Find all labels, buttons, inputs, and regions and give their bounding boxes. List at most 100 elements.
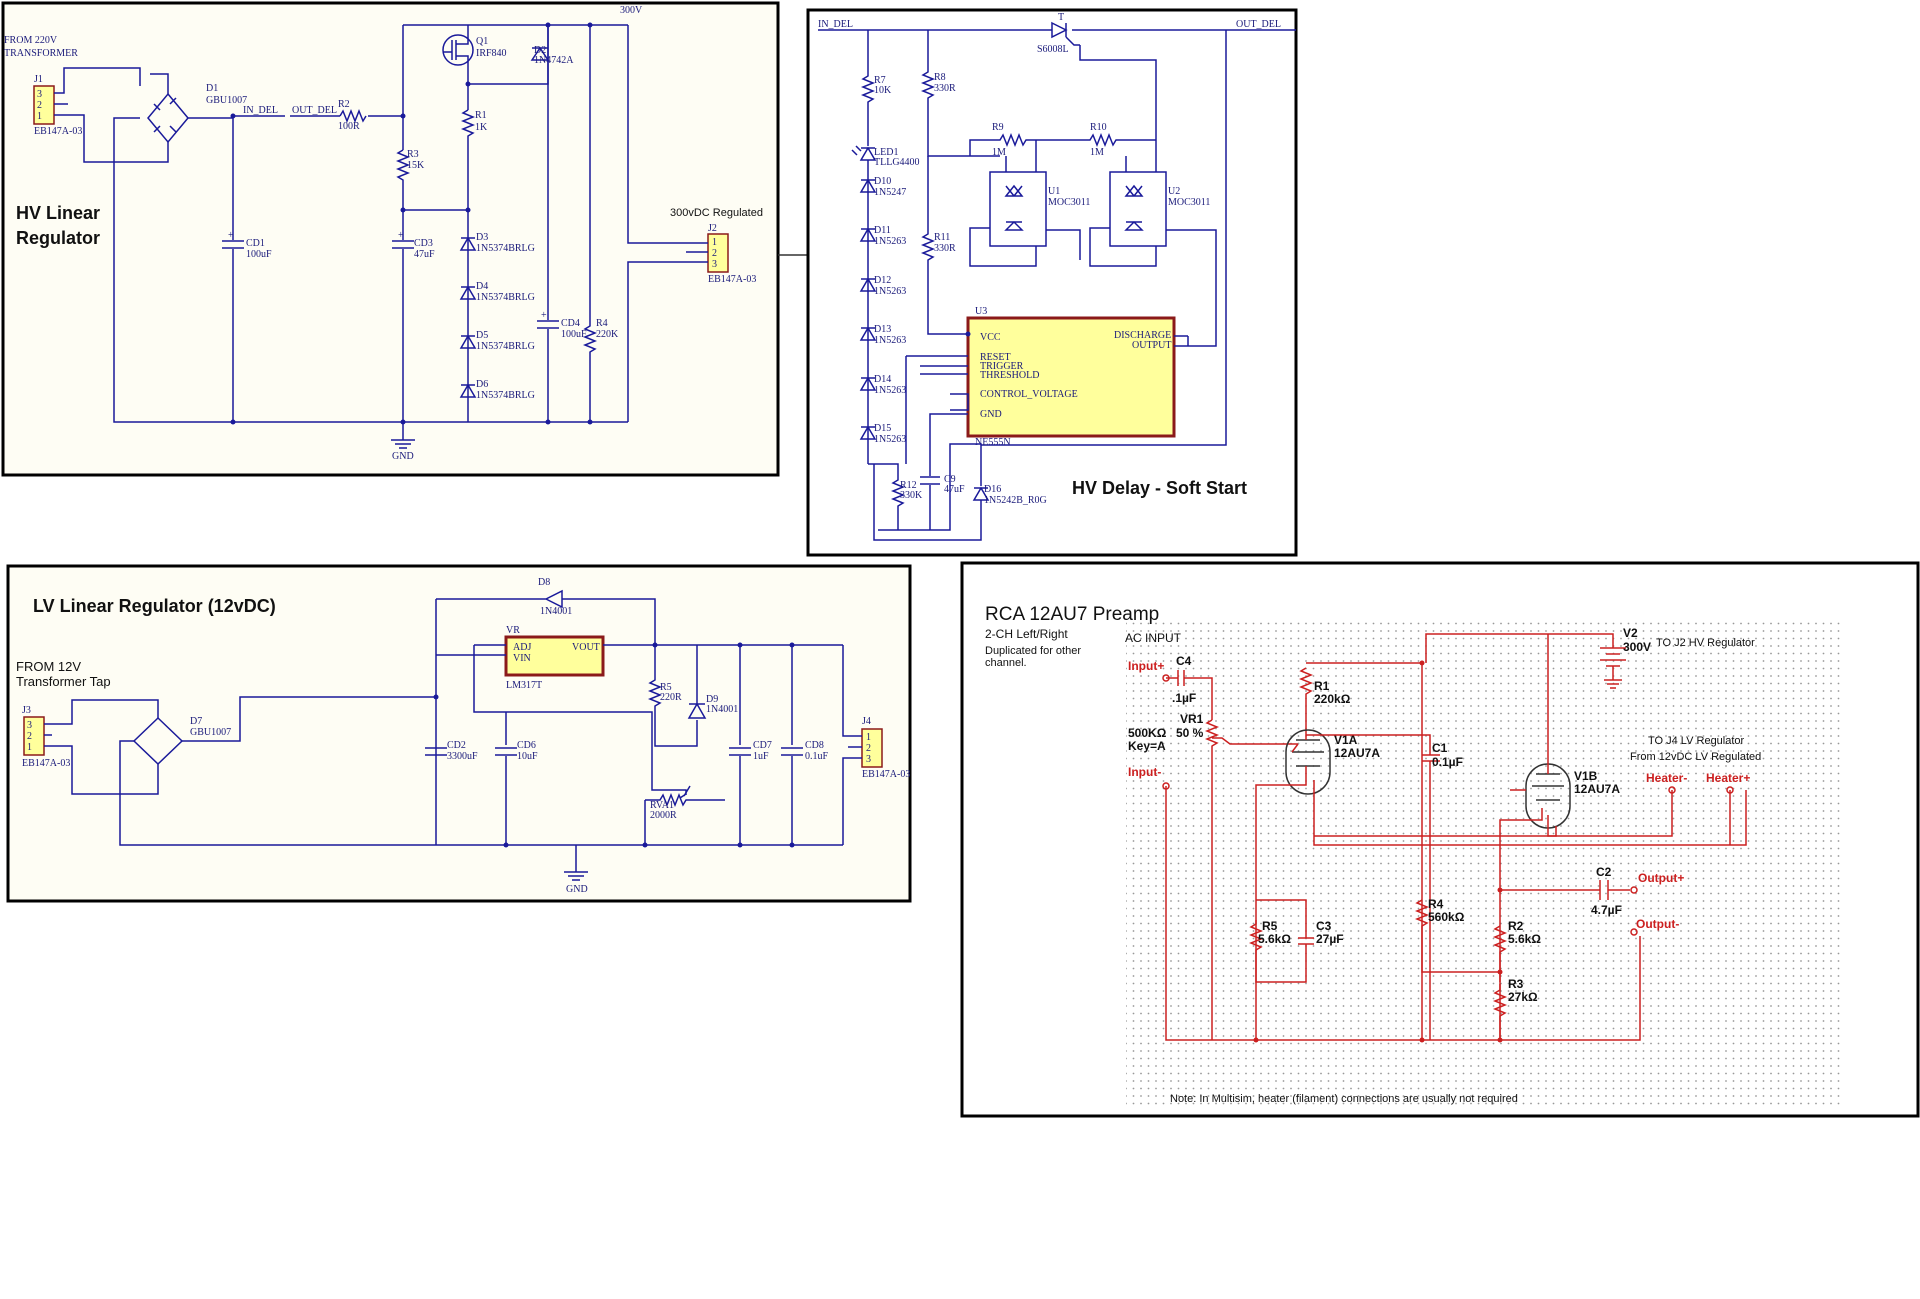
u3-ref: U3 [975, 306, 987, 317]
preamp-r4-resistor [1414, 899, 1500, 973]
svg-text:3: 3 [866, 754, 871, 765]
triac-part: S6008L [1037, 44, 1069, 55]
d10-zener [859, 178, 877, 193]
d8-diode [436, 589, 656, 645]
d16-part: 1N5242B_R0G [984, 495, 1047, 506]
d7-ref: D7 [190, 716, 202, 727]
u3-pin-output: OUTPUT [1132, 340, 1171, 351]
cd1-value: 100uF [246, 249, 272, 260]
d14-part: 1N5263 [874, 385, 906, 396]
u3-pin-control-voltage: CONTROL_VOLTAGE [980, 389, 1078, 400]
svg-text:1: 1 [866, 732, 871, 743]
j3-ref: J3 [22, 705, 31, 716]
d11-ref: D11 [874, 225, 891, 236]
cd6-ref: CD6 [517, 740, 536, 751]
u1-part: MOC3011 [1048, 197, 1090, 208]
triac-t [1051, 21, 1080, 46]
cd2-ref: CD2 [447, 740, 466, 751]
j1-ref: J1 [34, 74, 43, 85]
d7-part: GBU1007 [190, 727, 231, 738]
j4-ref: J4 [862, 716, 871, 727]
output-neg-terminal[interactable] [1630, 928, 1638, 936]
preamp-title: RCA 12AU7 Preamp [985, 604, 1159, 625]
c4-ref: C4 [1176, 654, 1192, 668]
d3-part: 1N5374BRLG [476, 243, 535, 254]
r2-resistor [339, 108, 367, 124]
svg-text:3: 3 [27, 720, 32, 731]
r8-resistor [920, 30, 1000, 157]
hv-300v-label: 300V [620, 5, 643, 16]
d7-bridge-rectifier [132, 716, 184, 766]
d10-part: 1N5247 [874, 187, 906, 198]
r8-ref: R8 [934, 72, 946, 83]
d12-zener [859, 277, 877, 292]
preamp-r4-value: 560kΩ [1428, 910, 1465, 924]
v1b-part: 12AU7A [1574, 782, 1620, 796]
svg-text:+: + [398, 230, 404, 241]
lv-gnd-label: GND [566, 884, 588, 895]
hv-out-label: 300vDC Regulated [670, 207, 763, 219]
preamp-r1-ref: R1 [1314, 679, 1330, 693]
vr-pin-adj: ADJ [513, 642, 531, 653]
c1-value: 0.1µF [1432, 755, 1463, 769]
r3-value: 15K [407, 160, 425, 171]
lv-gnd-symbol [564, 845, 588, 881]
preamp-c3-value: 27µF [1316, 932, 1344, 946]
d9-ref: D9 [706, 694, 718, 705]
svg-text:1: 1 [27, 742, 32, 753]
r9-value: 1M [992, 147, 1006, 158]
r2-ref: R2 [338, 99, 350, 110]
input-neg-label: Input- [1128, 765, 1161, 779]
preamp-r5-c3 [1248, 899, 1314, 983]
cd6-value: 10uF [517, 751, 538, 762]
d4-ref: D4 [476, 281, 488, 292]
j3-part: EB147A-03 [22, 758, 70, 769]
u3-pin-reset: RESET [980, 352, 1011, 363]
d1-part: GBU1007 [206, 95, 247, 106]
hv-source-label-1: FROM 220V [4, 35, 58, 46]
ac-input-label: AC INPUT [1125, 631, 1182, 645]
hv-in-del-label: IN_DEL [243, 105, 278, 116]
u3-part: NE555N [975, 437, 1011, 448]
cd8-ref: CD8 [805, 740, 824, 751]
preamp-sub-2: Duplicated for other [985, 645, 1081, 657]
vr-lm317 [504, 635, 605, 677]
r12-ref: R12 [900, 480, 917, 491]
j2-connector [707, 233, 729, 273]
d16-zener [972, 486, 990, 501]
cd8-value: 0.1uF [805, 751, 829, 762]
cd4-ref: CD4 [561, 318, 580, 329]
vr-ref: VR [506, 625, 520, 636]
lv-regulator-title: LV Linear Regulator (12vDC) [33, 596, 276, 616]
hv-delay-title: HV Delay - Soft Start [1072, 478, 1247, 498]
r3-ref: R3 [407, 149, 419, 160]
d12-ref: D12 [874, 275, 891, 286]
cd7-capacitor [729, 645, 751, 845]
vr1-percent: 50 % [1176, 726, 1204, 740]
preamp-r2-value: 5.6kΩ [1508, 932, 1541, 946]
d2-part: 1N4742A [534, 55, 574, 66]
d3-ref: D3 [476, 232, 488, 243]
output-pos-terminal[interactable] [1630, 886, 1638, 894]
u1-ref: U1 [1048, 186, 1060, 197]
vr-pin-vout: VOUT [572, 642, 600, 653]
d5-zener [459, 334, 477, 349]
preamp-panel: RCA 12AU7 Preamp 2-CH Left/Right Duplica… [960, 561, 1920, 1118]
triac-ref: T [1058, 12, 1064, 23]
output-neg-label: Output- [1636, 917, 1679, 931]
cd3-ref: CD3 [414, 238, 433, 249]
hvd-in-del-label: IN_DEL [818, 19, 853, 30]
u3-pin-gnd: GND [980, 409, 1002, 420]
u3-pin-discharge: DISCHARGE [1114, 330, 1171, 341]
led1-part: TLLG4400 [874, 157, 920, 168]
r12-resistor [868, 463, 906, 530]
preamp-r2-r3-resistors [1492, 925, 1508, 1040]
cd7-ref: CD7 [753, 740, 772, 751]
r10-ref: R10 [1090, 122, 1107, 133]
cd1-ref: CD1 [246, 238, 265, 249]
hv-gnd-symbol [391, 422, 415, 449]
cd6-capacitor [495, 712, 517, 845]
u1-optocoupler [989, 171, 1047, 247]
d2-zener [530, 46, 550, 61]
preamp-r1-value: 220kΩ [1314, 692, 1351, 706]
